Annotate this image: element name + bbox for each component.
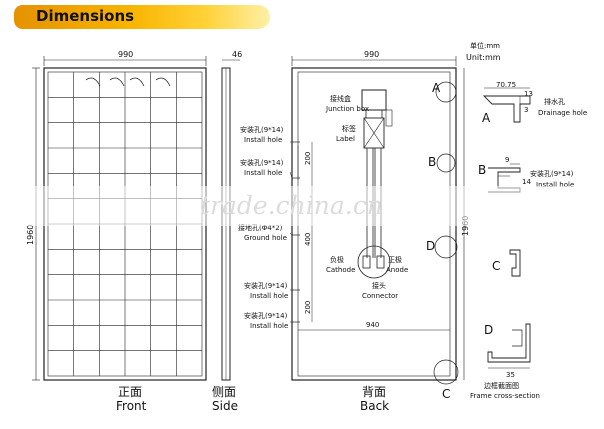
- watermark-band: [0, 186, 604, 226]
- detail-b-install-cn: 安装孔(9*14): [530, 169, 574, 178]
- back-label-cn: 背面: [362, 385, 386, 399]
- install-hole-2-cn: 安装孔(9*14): [240, 158, 284, 167]
- unit-cn: 单位:mm: [470, 41, 500, 50]
- front-label-en: Front: [116, 399, 147, 413]
- unit-en: Unit:mm: [466, 53, 501, 62]
- detail-b-dim2: 14: [522, 178, 531, 186]
- label-en: Label: [336, 135, 355, 143]
- install-hole-2-en: Install hole: [244, 169, 282, 177]
- front-width-dim: 990: [118, 50, 133, 59]
- install-hole-4-cn: 安装孔(9*14): [244, 311, 288, 320]
- cathode-en: Cathode: [326, 266, 355, 274]
- label-cn: 标签: [342, 124, 356, 133]
- junction-box-cn: 接线盒: [330, 94, 351, 103]
- detail-d: [487, 323, 531, 369]
- spacing-top-dim: 200: [304, 152, 312, 165]
- drainage-hole-en: Drainage hole: [538, 109, 587, 117]
- detail-b-install-en: Install hole: [536, 181, 574, 189]
- section-title: Dimensions: [36, 7, 135, 25]
- spacing-mid-dim: 400: [304, 233, 312, 246]
- install-hole-3-cn: 安装孔(9*14): [244, 281, 288, 290]
- side-thickness-dim: 46: [232, 50, 242, 59]
- front-height-dim: 1960: [26, 225, 35, 245]
- detail-d-letter: D: [484, 323, 493, 337]
- detail-b-dim1: 9: [505, 156, 509, 164]
- anode-cn: 正极: [388, 255, 402, 264]
- frame-section-en: Frame cross-section: [470, 392, 540, 400]
- detail-a: [482, 87, 531, 123]
- detail-a-dim1: 70.75: [496, 81, 516, 89]
- frame-section-cn: 边框截面图: [484, 381, 519, 390]
- detail-a-letter: A: [482, 111, 491, 125]
- install-hole-3-en: Install hole: [250, 292, 288, 300]
- front-label-cn: 正面: [118, 385, 142, 399]
- anode-en: Anode: [386, 266, 408, 274]
- back-inner-width-dim: 940: [366, 321, 379, 329]
- ground-hole-en: Ground hole: [244, 234, 287, 242]
- connector-cn: 接头: [372, 281, 386, 290]
- side-label-en: Side: [212, 399, 238, 413]
- marker-b-back: B: [428, 155, 436, 169]
- ground-hole-cn: 接地孔(Φ4*2): [238, 223, 283, 232]
- install-hole-4-en: Install hole: [250, 322, 288, 330]
- connector-en: Connector: [362, 292, 398, 300]
- side-label-cn: 侧面: [212, 385, 236, 399]
- marker-a-back: A: [432, 81, 441, 95]
- watermark: trade.china.cn: [200, 191, 383, 220]
- marker-c-back: C: [442, 387, 450, 401]
- drainage-hole-cn: 排水孔: [544, 97, 565, 106]
- detail-c-letter: C: [492, 259, 500, 273]
- detail-c: [509, 249, 521, 277]
- section-banner: Dimensions: [14, 5, 270, 29]
- install-hole-1-cn: 安装孔(9*14): [240, 125, 284, 134]
- detail-a-dim3: 3: [524, 106, 528, 114]
- detail-d-dim1: 35: [506, 371, 515, 379]
- marker-d-back: D: [426, 239, 435, 253]
- back-label-en: Back: [360, 399, 389, 413]
- detail-a-dim2: 13: [524, 90, 533, 98]
- back-width-dim: 990: [364, 50, 379, 59]
- install-hole-1-en: Install hole: [244, 136, 282, 144]
- spacing-bottom-dim: 200: [304, 301, 312, 314]
- junction-box-en: Junction box: [325, 105, 369, 113]
- cathode-cn: 负极: [330, 255, 344, 264]
- detail-b-letter: B: [478, 163, 486, 177]
